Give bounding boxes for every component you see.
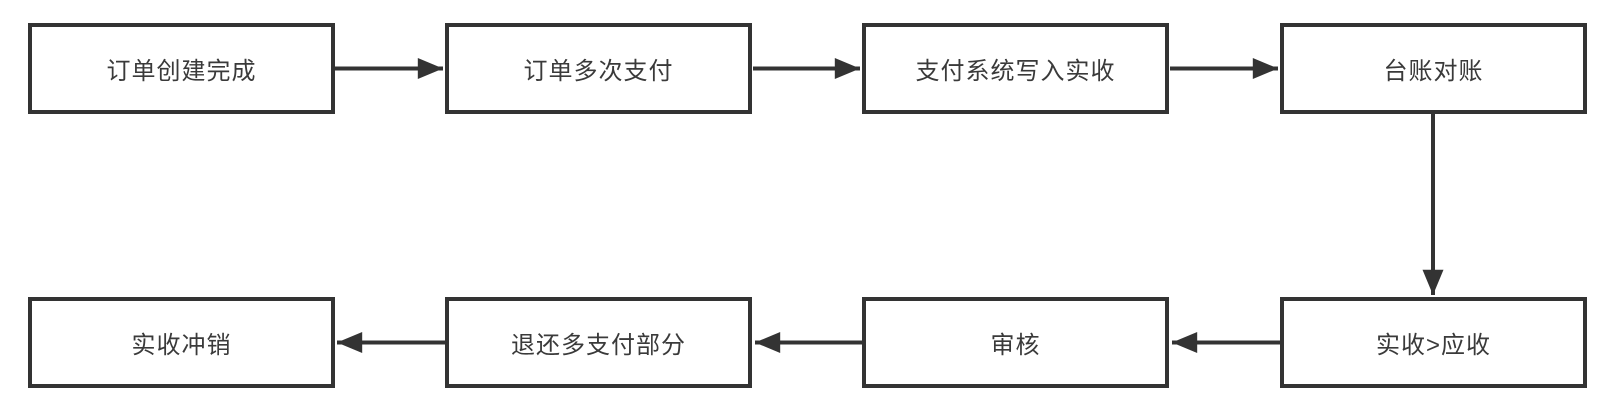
node-ledger-reconciliation-label: 台账对账 [1383,58,1484,85]
node-review: 审核 [862,297,1169,388]
node-payment-system-writes: 支付系统写入实收 [862,23,1169,114]
node-refund-overpaid-portion: 退还多支付部分 [445,297,752,388]
node-order-multi-paid-label: 订单多次支付 [523,58,674,85]
node-refund-overpaid-portion-label: 退还多支付部分 [511,332,686,359]
node-received-gt-receivable: 实收>应收 [1280,297,1587,388]
node-received-writeoff-label: 实收冲销 [131,332,232,359]
node-order-created-label: 订单创建完成 [106,58,257,85]
node-payment-system-writes-label: 支付系统写入实收 [915,58,1116,85]
node-order-multi-paid: 订单多次支付 [445,23,752,114]
node-received-gt-receivable-label: 实收>应收 [1375,332,1491,359]
node-ledger-reconciliation: 台账对账 [1280,23,1587,114]
node-review-label: 审核 [990,332,1041,359]
node-received-writeoff: 实收冲销 [28,297,335,388]
node-order-created: 订单创建完成 [28,23,335,114]
